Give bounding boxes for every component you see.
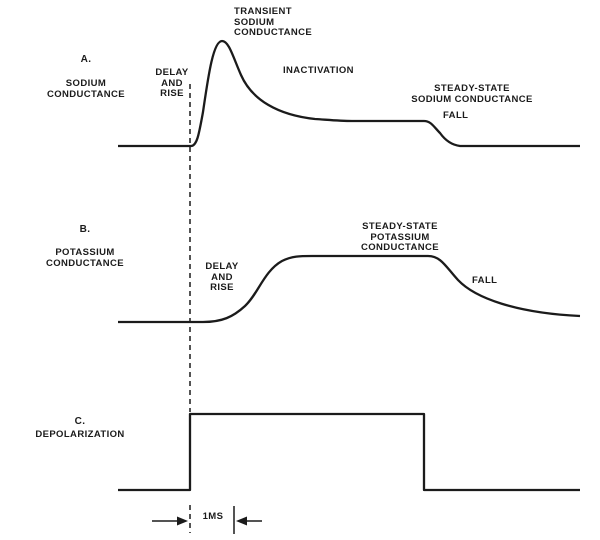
sodium-delay-and-rise-label: DELAY AND RISE [155, 67, 189, 99]
panel-b-title: POTASSIUM CONDUCTANCE [45, 247, 125, 269]
potassium-conductance-curve [118, 254, 581, 324]
potassium-delay-and-rise-label: DELAY AND RISE [205, 261, 239, 293]
steady-state-potassium-conductance-label: STEADY-STATE POTASSIUM CONDUCTANCE [360, 221, 440, 253]
inactivation-label: INACTIVATION [283, 65, 354, 76]
panel-c-letter: C. [74, 416, 86, 427]
panel-b-letter: B. [79, 224, 91, 235]
time-scale-label: 1MS [202, 511, 224, 522]
panel-a-title: SODIUM CONDUCTANCE [46, 78, 126, 100]
depolarization-pulse [118, 412, 580, 492]
sodium-conductance-curve [118, 39, 580, 148]
scale-arrowhead-right-pointing [177, 516, 188, 526]
sodium-fall-label: FALL [443, 110, 469, 121]
transient-sodium-conductance-label: TRANSIENT SODIUM CONDUCTANCE [234, 6, 313, 38]
potassium-fall-label: FALL [472, 275, 498, 286]
scale-arrowhead-left-pointing [236, 516, 247, 526]
panel-a-letter: A. [80, 54, 92, 65]
panel-c-title: DEPOLARIZATION [35, 429, 125, 440]
steady-state-sodium-conductance-label: STEADY-STATE SODIUM CONDUCTANCE [411, 83, 533, 105]
